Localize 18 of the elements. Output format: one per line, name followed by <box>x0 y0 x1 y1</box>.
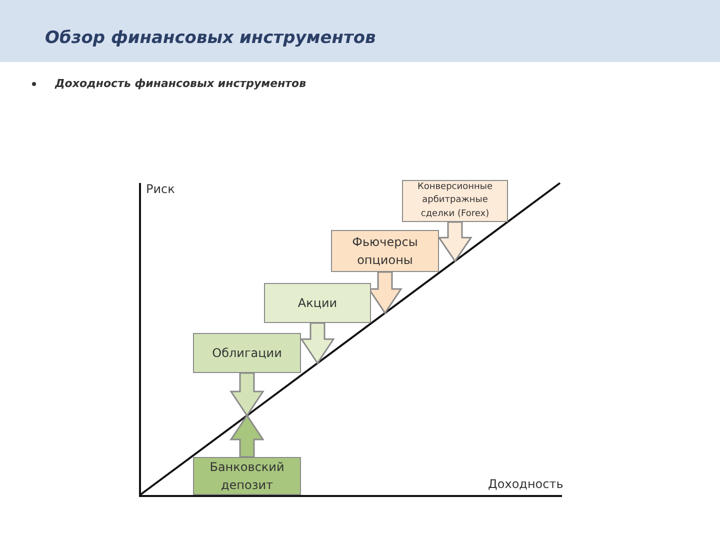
category-box <box>264 283 371 323</box>
category-label: Облигации <box>211 345 283 362</box>
category-label: Банковский депозит <box>208 459 286 494</box>
category-box <box>193 333 301 373</box>
slide-title: Обзор финансовых инструментов <box>45 28 376 48</box>
category-label: Конверсионные арбитражные сделки (Forex) <box>416 180 494 221</box>
category-box <box>402 180 508 222</box>
block-arrow <box>230 372 264 417</box>
category-label: Акции <box>296 295 338 312</box>
bullet-text: Доходность финансовых инструментов <box>55 77 306 90</box>
axis-label: Риск <box>146 182 175 196</box>
category-box <box>331 230 439 272</box>
block-arrow <box>300 322 335 364</box>
category-label: Фьючерсы опционы <box>351 234 419 269</box>
category-box <box>193 457 301 495</box>
block-arrow <box>230 414 264 458</box>
block-arrow <box>438 221 472 262</box>
axis-label: Доходность <box>488 477 564 491</box>
